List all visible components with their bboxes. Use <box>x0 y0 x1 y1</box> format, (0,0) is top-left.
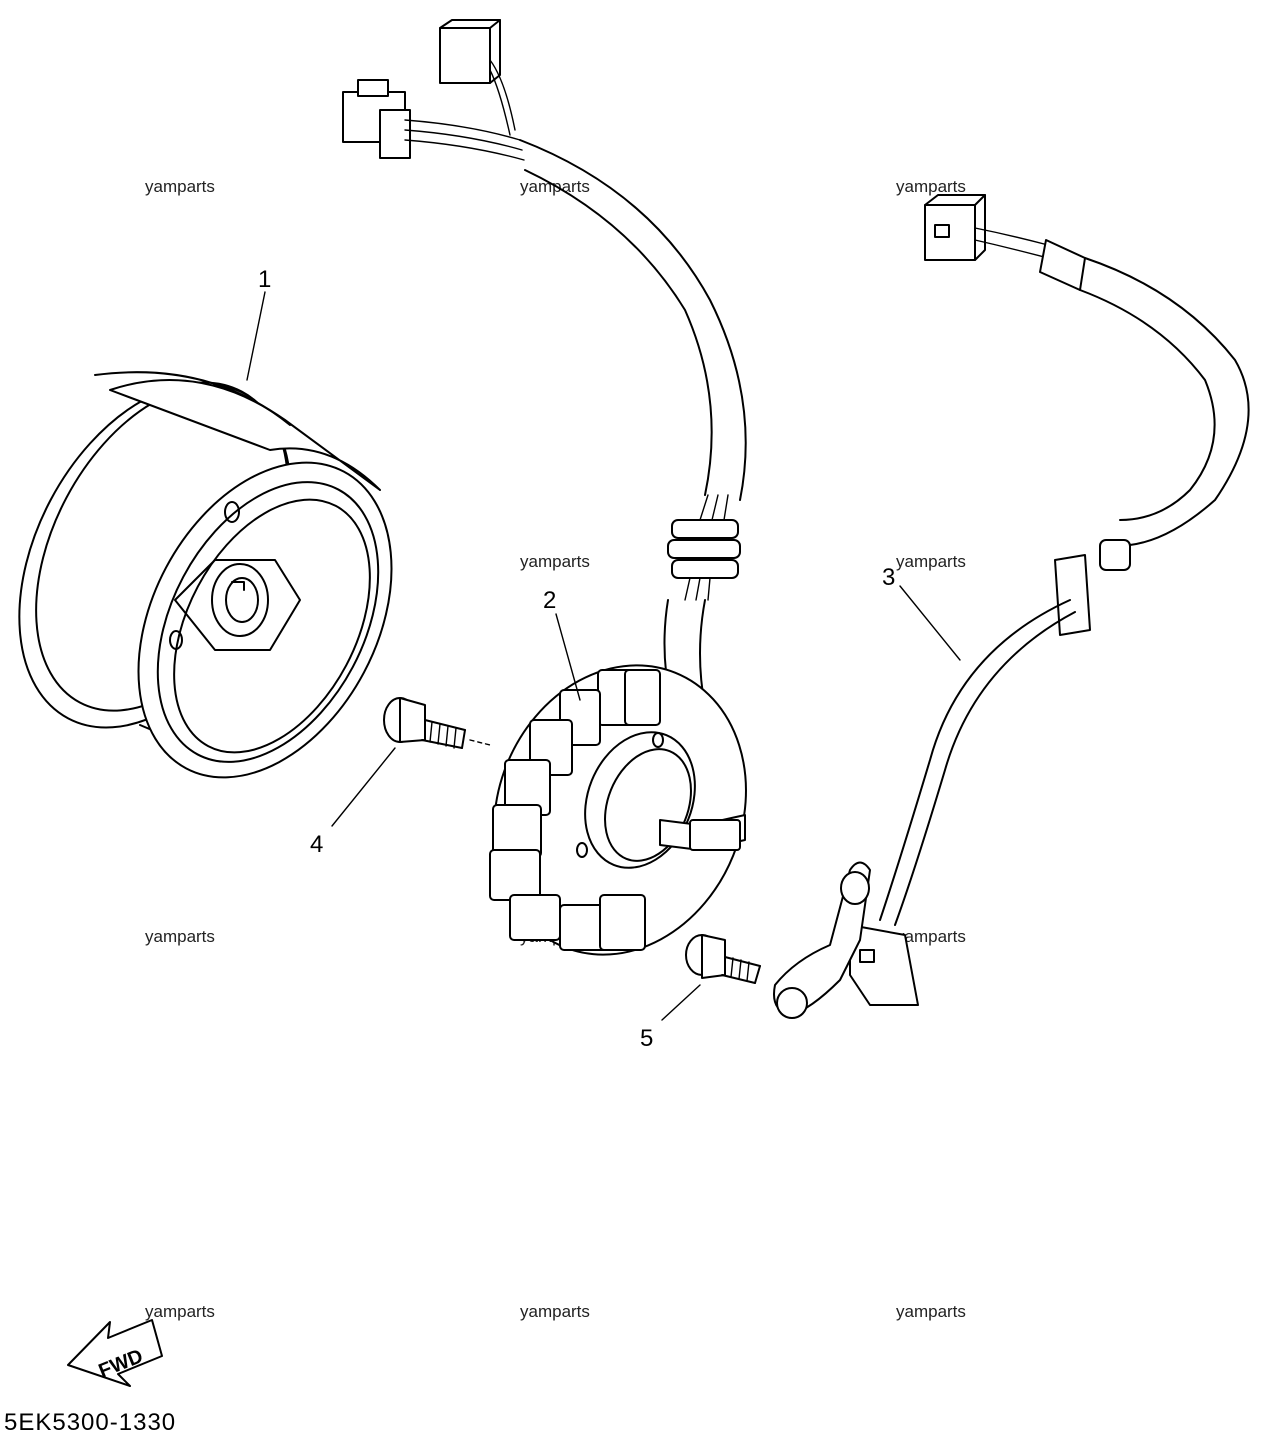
leader-lines <box>246 291 961 1021</box>
fwd-arrow-icon: FWD <box>67 1319 163 1387</box>
callout-2: 2 <box>543 587 556 614</box>
rotor-part[interactable] <box>0 336 443 821</box>
diagram-part-number: 5EK5300-1330 <box>4 1409 176 1436</box>
stator-part[interactable] <box>342 19 789 993</box>
watermark: yamparts <box>896 1302 966 1321</box>
callout-1: 1 <box>258 266 271 293</box>
watermark: yamparts <box>896 177 966 196</box>
watermark: yamparts <box>896 927 966 946</box>
watermark: yamparts <box>145 177 215 196</box>
screw-part-5[interactable] <box>685 934 761 984</box>
callout-4: 4 <box>310 831 323 858</box>
callout-3: 3 <box>882 564 895 591</box>
watermark: yamparts <box>896 552 966 571</box>
callout-5: 5 <box>640 1025 653 1052</box>
pickup-coil-part[interactable] <box>773 194 1250 1019</box>
callouts: 1 2 3 4 5 <box>258 266 895 1052</box>
watermark: yamparts <box>145 927 215 946</box>
watermark: yamparts <box>520 1302 590 1321</box>
watermark: yamparts <box>520 552 590 571</box>
screw-part-4[interactable] <box>383 697 491 749</box>
watermark: yamparts <box>145 1302 215 1321</box>
